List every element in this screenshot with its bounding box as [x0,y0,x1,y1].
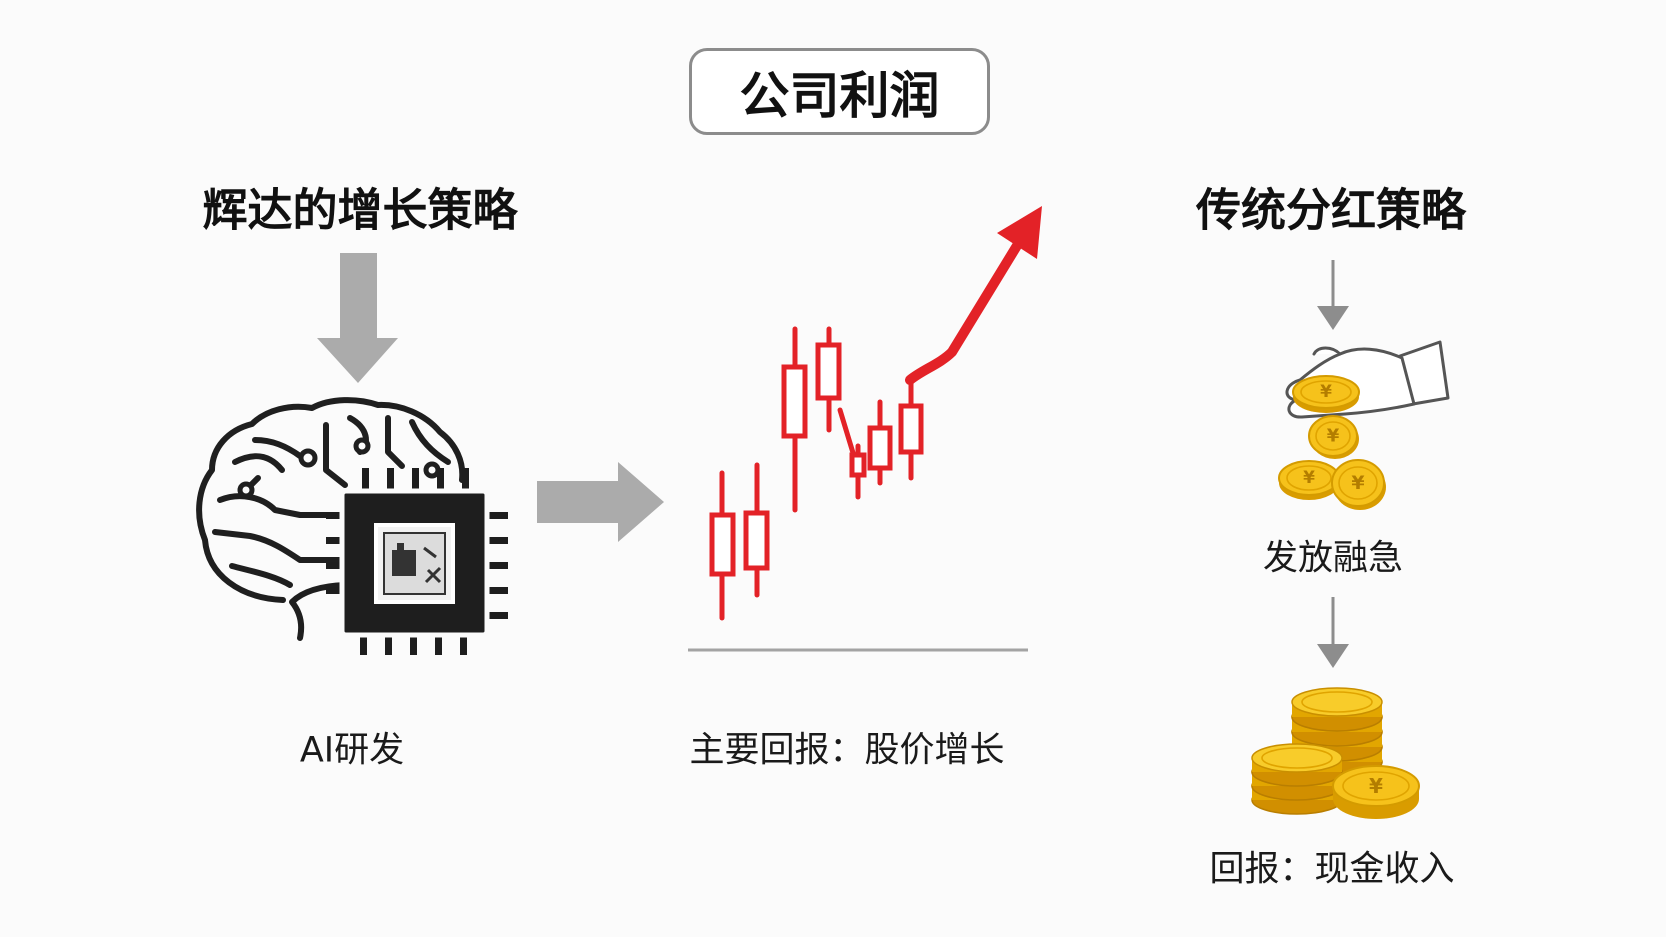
cash-return-caption: 回报：现金收入 [1209,849,1455,890]
right-arrow-icon [537,462,664,542]
candle [743,462,770,598]
candlestick-chart-icon [688,206,1042,652]
page-title: 公司利润 [739,66,940,125]
brain-trace [217,493,345,518]
coin-stack-icon [1251,687,1383,815]
svg-text:¥: ¥ [1369,774,1383,798]
coin-ring [1301,691,1373,713]
svg-text:¥: ¥ [1320,382,1332,402]
candle [898,377,924,481]
stock-growth-caption: 主要回报：股价增长 [689,730,1005,771]
brain-trace [212,529,345,563]
down-arrow-icon [317,253,398,383]
svg-text:¥: ¥ [1327,426,1340,447]
coin-icon: ¥ [1332,765,1420,819]
brain-trace [385,415,405,469]
chip-core-block [397,543,404,550]
down-arrow-icon [1317,597,1349,668]
brain-trace [229,563,293,588]
coin-icon: ¥ [1278,460,1340,500]
brain-trace [323,422,348,488]
dividend-strategy-heading: 传统分红策略 [1195,183,1467,237]
chip-pins [326,468,508,655]
brain-outline [196,397,466,603]
candle [849,443,867,500]
hand-coins-icon: ¥ ¥ ¥ ¥ [1278,340,1450,510]
brain-stem [289,582,348,641]
brain-chip-icon [196,397,508,655]
coin-icon: ¥ [1292,375,1360,413]
brain-node [353,437,371,455]
coin-ring [1261,747,1333,769]
chip-core-block [392,550,416,576]
up-trend-arrow-icon [905,206,1042,385]
hand-thumb [1312,346,1342,356]
candle [815,326,842,433]
stacked-coin [1251,743,1343,787]
stacked-coin [1291,687,1383,732]
coin-icon: ¥ [1308,415,1359,459]
brain-node [298,448,318,468]
brain-trace [232,453,285,473]
candle [709,470,736,621]
ai-rd-caption: AI研发 [299,730,405,771]
brain-trace [409,419,451,465]
svg-text:¥: ¥ [1351,472,1364,494]
candle [867,399,893,486]
brain-node [237,481,255,499]
chip-core-mark [423,546,442,584]
coin-icon: ¥ [1331,459,1386,510]
brain-node [423,461,441,479]
down-arrow-icon [1317,260,1349,330]
title-box: 公司利润 [689,48,990,135]
brain-trace [252,437,303,459]
candle [781,326,808,513]
svg-text:¥: ¥ [1303,468,1315,488]
growth-strategy-heading: 辉达的增长策略 [202,183,518,237]
dividend-step-caption: 发放融急 [1262,538,1404,579]
